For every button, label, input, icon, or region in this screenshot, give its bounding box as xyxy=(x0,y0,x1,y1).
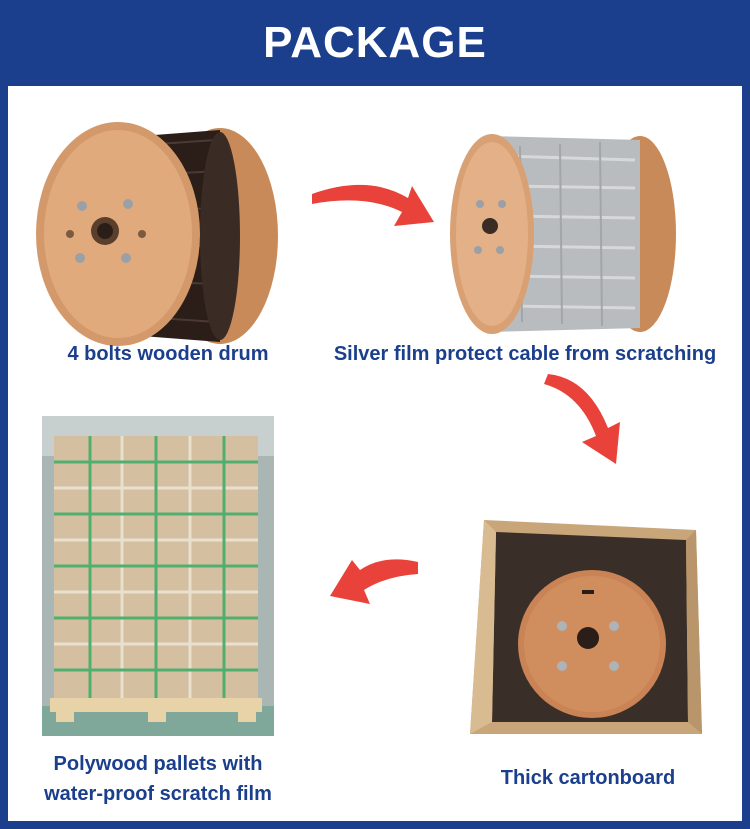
arrow-right-icon xyxy=(308,176,438,236)
pallet-photo xyxy=(42,416,274,736)
step-caption-pallets-line1: Polywood pallets with xyxy=(53,753,263,775)
wooden-drum-photo xyxy=(30,116,290,346)
step-caption-cartonboard: Thick cartonboard xyxy=(500,767,676,789)
arrow-down-icon xyxy=(538,368,638,468)
carton-box-photo xyxy=(466,516,706,736)
content-panel: 4 bolts wooden drum Silver film prote xyxy=(8,86,742,821)
step-caption-wooden-drum: 4 bolts wooden drum xyxy=(67,343,269,365)
page-title: PACKAGE xyxy=(263,18,487,67)
step-caption-pallets-line2: water-proof scratch film xyxy=(44,783,272,805)
arrow-left-icon xyxy=(326,556,422,616)
step-caption-silver-film: Silver film protect cable from scratchin… xyxy=(333,343,717,365)
silver-film-drum-photo xyxy=(450,126,680,336)
header-bar: PACKAGE xyxy=(0,0,750,86)
